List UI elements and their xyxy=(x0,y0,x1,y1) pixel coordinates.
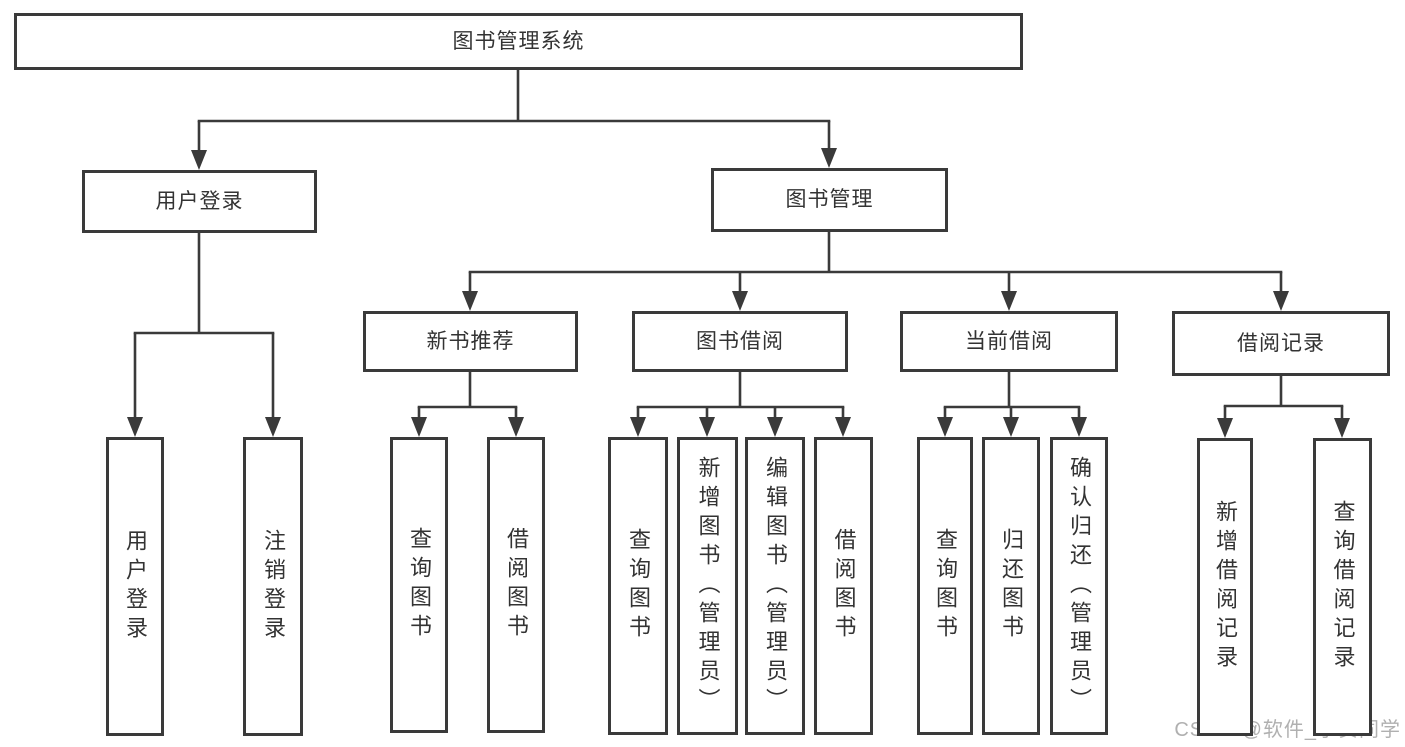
node-label: 查询借阅记录 xyxy=(1330,500,1356,674)
arrowhead-icon xyxy=(1273,291,1289,311)
node-label: 借阅记录 xyxy=(1237,331,1325,355)
node-bb-add: 新增图书（管理员） xyxy=(677,437,738,735)
node-borrow-record: 借阅记录 xyxy=(1172,311,1390,376)
arrowhead-icon xyxy=(1334,418,1350,438)
node-label: 借阅图书 xyxy=(831,528,857,644)
node-label: 归还图书 xyxy=(999,528,1024,644)
node-label: 当前借阅 xyxy=(965,329,1053,353)
node-label: 确认归还（管理员） xyxy=(1067,455,1092,717)
node-cb-query: 查询图书 xyxy=(917,437,973,735)
arrowhead-icon xyxy=(1003,417,1019,437)
node-label: 查询图书 xyxy=(933,528,958,644)
node-bb-edit: 编辑图书（管理员） xyxy=(745,437,805,735)
node-book-borrow: 图书借阅 xyxy=(632,311,848,372)
arrowhead-icon xyxy=(835,417,851,437)
arrowhead-icon xyxy=(462,291,478,311)
arrowhead-icon xyxy=(1001,291,1017,311)
node-root: 图书管理系统 xyxy=(14,13,1023,70)
arrowhead-icon xyxy=(191,150,207,170)
arrowhead-icon xyxy=(732,291,748,311)
node-label: 图书管理系统 xyxy=(452,29,585,53)
node-nb-query: 查询图书 xyxy=(390,437,448,733)
node-user-login: 用户登录 xyxy=(82,170,317,233)
arrowhead-icon xyxy=(411,417,427,437)
arrowhead-icon xyxy=(630,417,646,437)
node-br-query: 查询借阅记录 xyxy=(1313,438,1372,736)
node-bb-query: 查询图书 xyxy=(608,437,668,735)
node-label: 借阅图书 xyxy=(504,527,529,643)
node-label: 用户登录 xyxy=(155,189,244,213)
node-cb-confirm: 确认归还（管理员） xyxy=(1050,437,1108,735)
node-label: 查询图书 xyxy=(626,528,651,644)
node-book-mgmt: 图书管理 xyxy=(711,168,948,232)
node-bb-borrow: 借阅图书 xyxy=(814,437,873,735)
arrowhead-icon xyxy=(767,417,783,437)
arrowhead-icon xyxy=(127,417,143,437)
node-br-add: 新增借阅记录 xyxy=(1197,438,1253,736)
node-label: 新增借阅记录 xyxy=(1213,500,1238,674)
node-label: 新增图书（管理员） xyxy=(695,455,721,717)
node-label: 查询图书 xyxy=(407,527,432,643)
node-label: 编辑图书（管理员） xyxy=(763,455,788,717)
arrowhead-icon xyxy=(937,417,953,437)
node-label: 新书推荐 xyxy=(426,329,515,353)
node-label: 图书借阅 xyxy=(696,329,784,353)
node-current-borrow: 当前借阅 xyxy=(900,311,1118,372)
arrowhead-icon xyxy=(508,417,524,437)
arrowhead-icon xyxy=(699,417,715,437)
node-ul-logout: 注销登录 xyxy=(243,437,303,736)
node-new-book-rec: 新书推荐 xyxy=(363,311,578,372)
arrowhead-icon xyxy=(265,417,281,437)
node-label: 注销登录 xyxy=(261,528,286,645)
arrowhead-icon xyxy=(1217,418,1233,438)
node-label: 用户登录 xyxy=(123,528,148,645)
node-cb-return: 归还图书 xyxy=(982,437,1040,735)
arrowhead-icon xyxy=(1071,417,1087,437)
node-nb-borrow: 借阅图书 xyxy=(487,437,545,733)
node-ul-login: 用户登录 xyxy=(106,437,164,736)
node-label: 图书管理 xyxy=(785,188,874,212)
arrowhead-icon xyxy=(821,148,837,168)
